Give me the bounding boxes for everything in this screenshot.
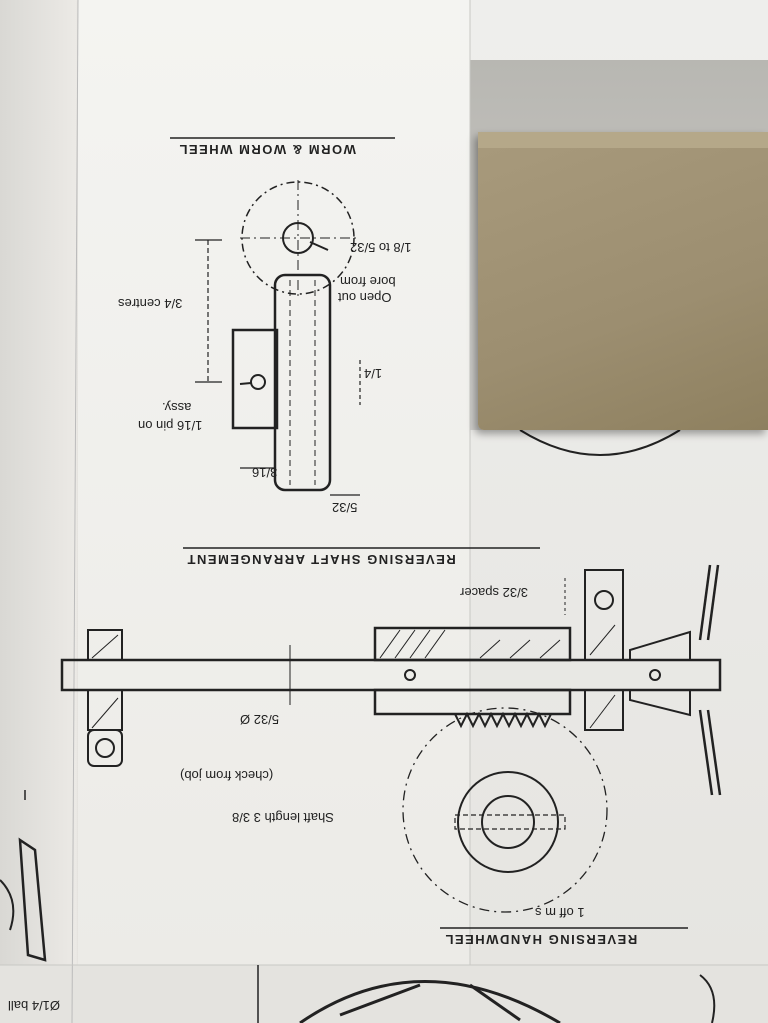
pin-note-line2: assy. [162,400,192,415]
worm-wheel-outline [241,181,355,295]
handwheel-title: REVERSING HANDWHEEL [444,932,638,947]
five-thirtyseconds-dimension: 5/32 [332,500,358,515]
quarter-dimension: 1/4 [364,366,383,381]
paper-left-strip [0,0,78,1023]
centres-dimension: 3/4 centres [118,296,183,311]
shaft-worm [373,626,572,662]
paper-bottom-sheet [0,965,768,1023]
handwheel-qty: 1 off m s [535,905,585,920]
ball-label: Ø1/4 ball [8,998,61,1013]
worm-section-title: WORM & WORM WHEEL [178,142,356,157]
worm-body [273,273,332,492]
reversing-shaft-title: REVERSING SHAFT ARRANGEMENT [186,552,456,567]
left-bracket [87,629,123,661]
cardboard-box [478,132,768,430]
three-sixteenths-dimension: 3/16 [252,465,278,480]
pin-note-line1: 1/16 pin on [138,418,203,433]
reversing-shaft [60,658,722,692]
bore-note-line1: Open out [338,290,392,305]
handwheel-hub [457,771,559,873]
check-note: (check from job) [180,768,274,783]
shaft-length-label: Shaft length 3 3/8 [232,810,334,825]
shaft-diameter-label: 5/32 Ø [240,712,280,727]
bore-note-line2: bore from [340,274,396,289]
cardboard-box-edge [478,132,768,148]
paper-main-sheet [78,0,470,965]
bore-note-line3: 1/8 to 5/32 [350,240,412,255]
handwheel-outline [402,707,608,913]
worm-boss [231,328,279,430]
spacer-label: 3/32 spacer [460,585,528,600]
